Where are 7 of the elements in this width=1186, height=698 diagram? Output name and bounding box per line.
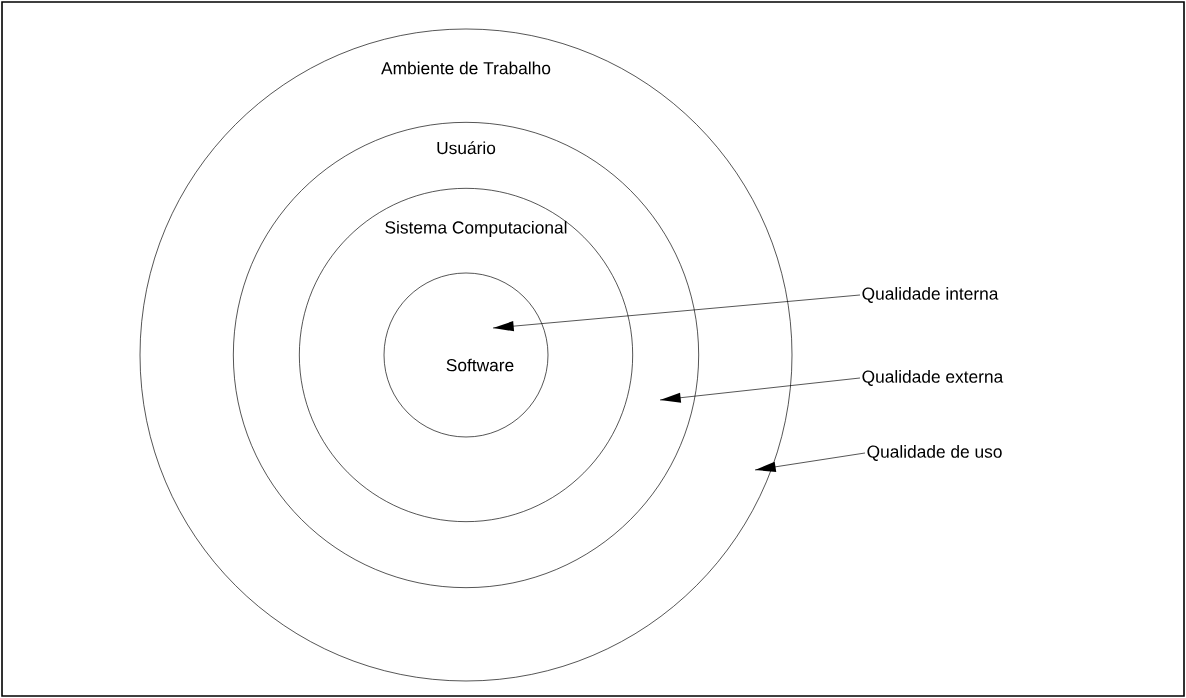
quality-label: Qualidade externa bbox=[862, 370, 1004, 386]
arrow bbox=[754, 452, 866, 472]
arrow bbox=[492, 294, 861, 332]
quality-label: Qualidade de uso bbox=[867, 445, 1002, 461]
arrow bbox=[659, 377, 861, 403]
quality-label: Qualidade interna bbox=[862, 287, 999, 303]
ring: Software bbox=[383, 272, 549, 438]
